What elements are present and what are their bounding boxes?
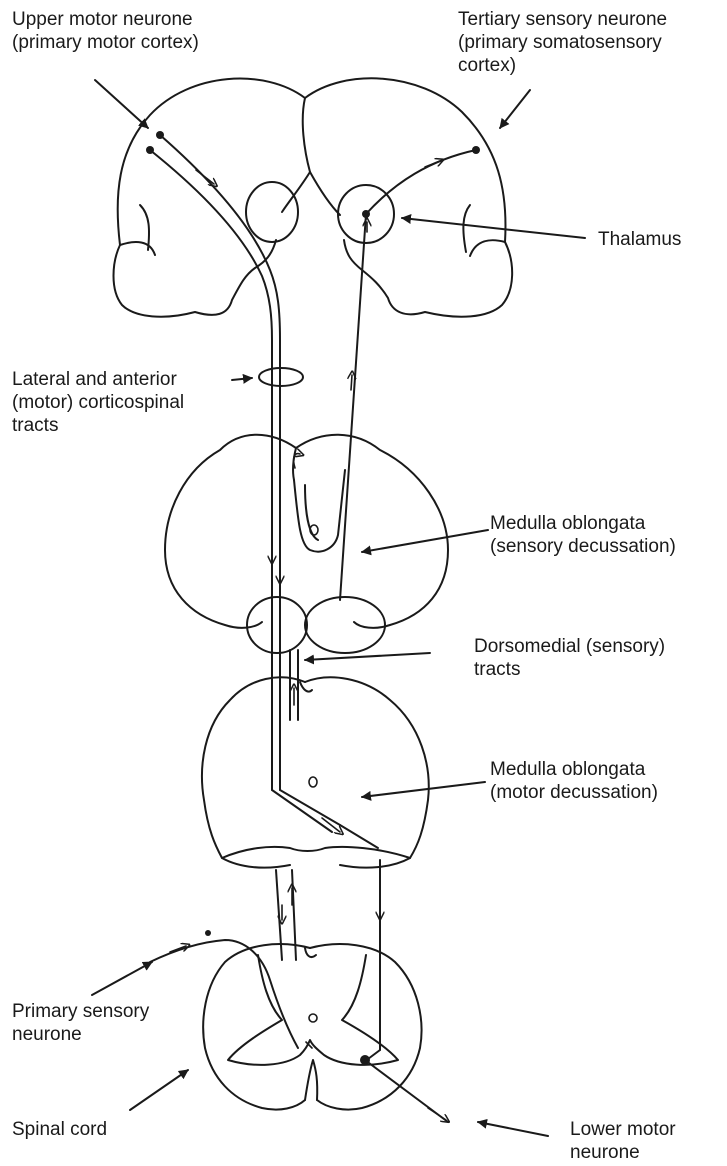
label-upper-motor-neurone: Upper motor neurone (primary motor corte… xyxy=(12,8,199,54)
lower-medulla xyxy=(202,677,429,867)
label-thalamus: Thalamus xyxy=(598,228,681,251)
spinal-tracts xyxy=(276,860,380,1050)
leader-arrows xyxy=(92,80,585,1136)
label-lower-motor-neurone: Lower motor neurone xyxy=(570,1118,676,1164)
label-spinal-cord: Spinal cord xyxy=(12,1118,107,1141)
label-dorsomedial-tracts: Dorsomedial (sensory) tracts xyxy=(474,635,665,681)
label-primary-sensory-neurone: Primary sensory neurone xyxy=(12,1000,149,1046)
corticospinal-tract xyxy=(146,131,303,790)
lower-motor-path xyxy=(306,1042,448,1122)
label-corticospinal-tracts: Lateral and anterior (motor) corticospin… xyxy=(12,368,184,437)
primary-sensory-path xyxy=(150,930,298,1048)
label-tertiary-sensory-neurone: Tertiary sensory neurone (primary somato… xyxy=(458,8,667,77)
brain-section xyxy=(114,78,513,316)
dorsomedial-tract xyxy=(290,650,298,720)
sensory-pathway xyxy=(340,146,480,600)
label-medulla-motor-decussation: Medulla oblongata (motor decussation) xyxy=(490,758,658,804)
label-medulla-sensory-decussation: Medulla oblongata (sensory decussation) xyxy=(490,512,676,558)
left-thalamus-shape xyxy=(246,182,298,242)
spinal-cord-section xyxy=(203,944,421,1109)
